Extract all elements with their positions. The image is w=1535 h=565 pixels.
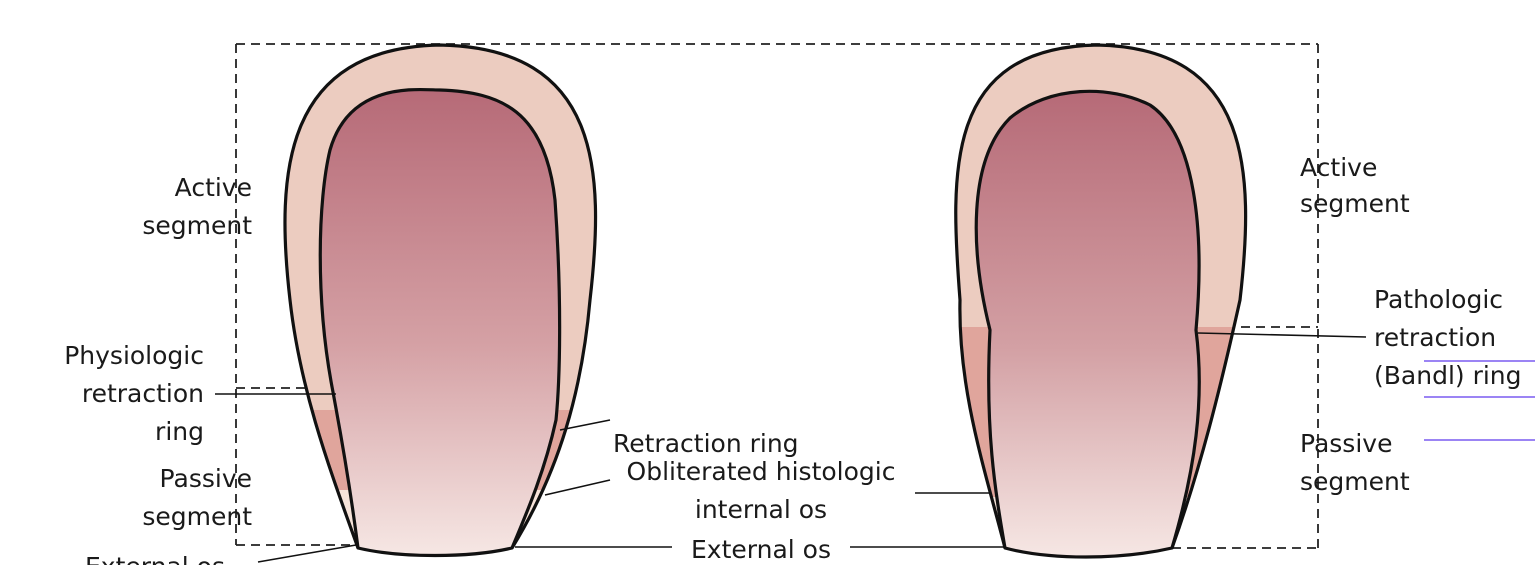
svg-text:Pathologic: Pathologic <box>1374 285 1503 314</box>
right-uterus <box>930 30 1270 560</box>
label-center-external-os: External os <box>691 535 831 564</box>
svg-text:retraction: retraction <box>82 379 204 408</box>
right-uterine-cavity <box>976 91 1199 557</box>
label-physiologic-retraction-ring: Physiologic retraction ring <box>64 341 204 446</box>
svg-text:segment: segment <box>142 502 252 531</box>
svg-text:internal os: internal os <box>695 495 827 524</box>
svg-text:segment: segment <box>1300 467 1410 496</box>
left-uterus <box>250 30 650 560</box>
svg-text:Passive: Passive <box>160 464 252 493</box>
label-right-passive-segment: Passive segment <box>1300 429 1410 496</box>
svg-text:Physiologic: Physiologic <box>64 341 204 370</box>
label-retraction-ring: Retraction ring <box>613 429 799 458</box>
svg-text:(Bandl) ring: (Bandl) ring <box>1374 361 1522 390</box>
label-right-active-segment: Active segment <box>1300 153 1410 218</box>
svg-text:segment: segment <box>1300 189 1410 218</box>
left-uterine-cavity <box>320 90 559 556</box>
svg-text:ring: ring <box>155 417 204 446</box>
svg-text:Obliterated histologic: Obliterated histologic <box>627 457 896 486</box>
svg-text:Active: Active <box>175 173 252 202</box>
svg-text:Passive: Passive <box>1300 429 1392 458</box>
label-obliterated-internal-os: Obliterated histologic internal os <box>627 457 896 524</box>
label-pathologic-retraction-ring: Pathologic retraction (Bandl) ring <box>1374 285 1522 390</box>
label-left-external-os: External os <box>85 552 225 565</box>
svg-text:Active: Active <box>1300 153 1377 182</box>
svg-text:retraction: retraction <box>1374 323 1496 352</box>
label-left-active-segment: Active segment <box>142 173 252 240</box>
svg-text:segment: segment <box>142 211 252 240</box>
